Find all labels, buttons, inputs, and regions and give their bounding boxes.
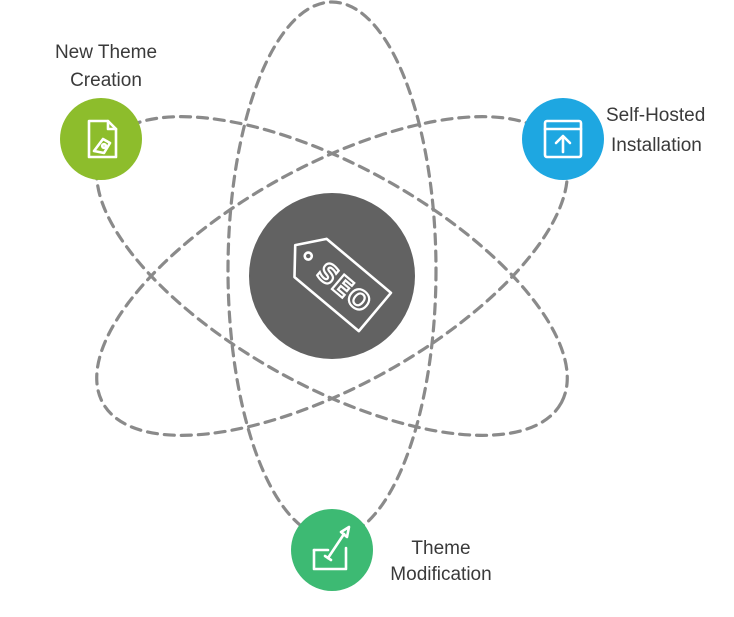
upload-box-icon (543, 119, 583, 159)
new-theme-creation-circle (60, 98, 142, 180)
self-hosted-installation-label-line2: Installation (611, 135, 702, 156)
theme-modification-label-line1: Theme (411, 538, 470, 559)
center-seo-node: SEO (249, 193, 415, 359)
orbit-tilted-left (95, 115, 569, 437)
brush-edit-icon (312, 525, 351, 571)
center-circle (249, 193, 415, 359)
theme-modification-label-line2: Modification (390, 564, 491, 585)
new-theme-creation-label-line1: New Theme (55, 42, 157, 63)
node-theme-modification: Theme Modification (291, 509, 492, 591)
new-theme-creation-label-line2: Creation (70, 70, 142, 91)
node-new-theme-creation: New Theme Creation (55, 42, 157, 180)
pen-document-icon (87, 119, 118, 159)
node-self-hosted-installation: Self-Hosted Installation (522, 98, 705, 180)
self-hosted-installation-label-line1: Self-Hosted (606, 105, 705, 126)
